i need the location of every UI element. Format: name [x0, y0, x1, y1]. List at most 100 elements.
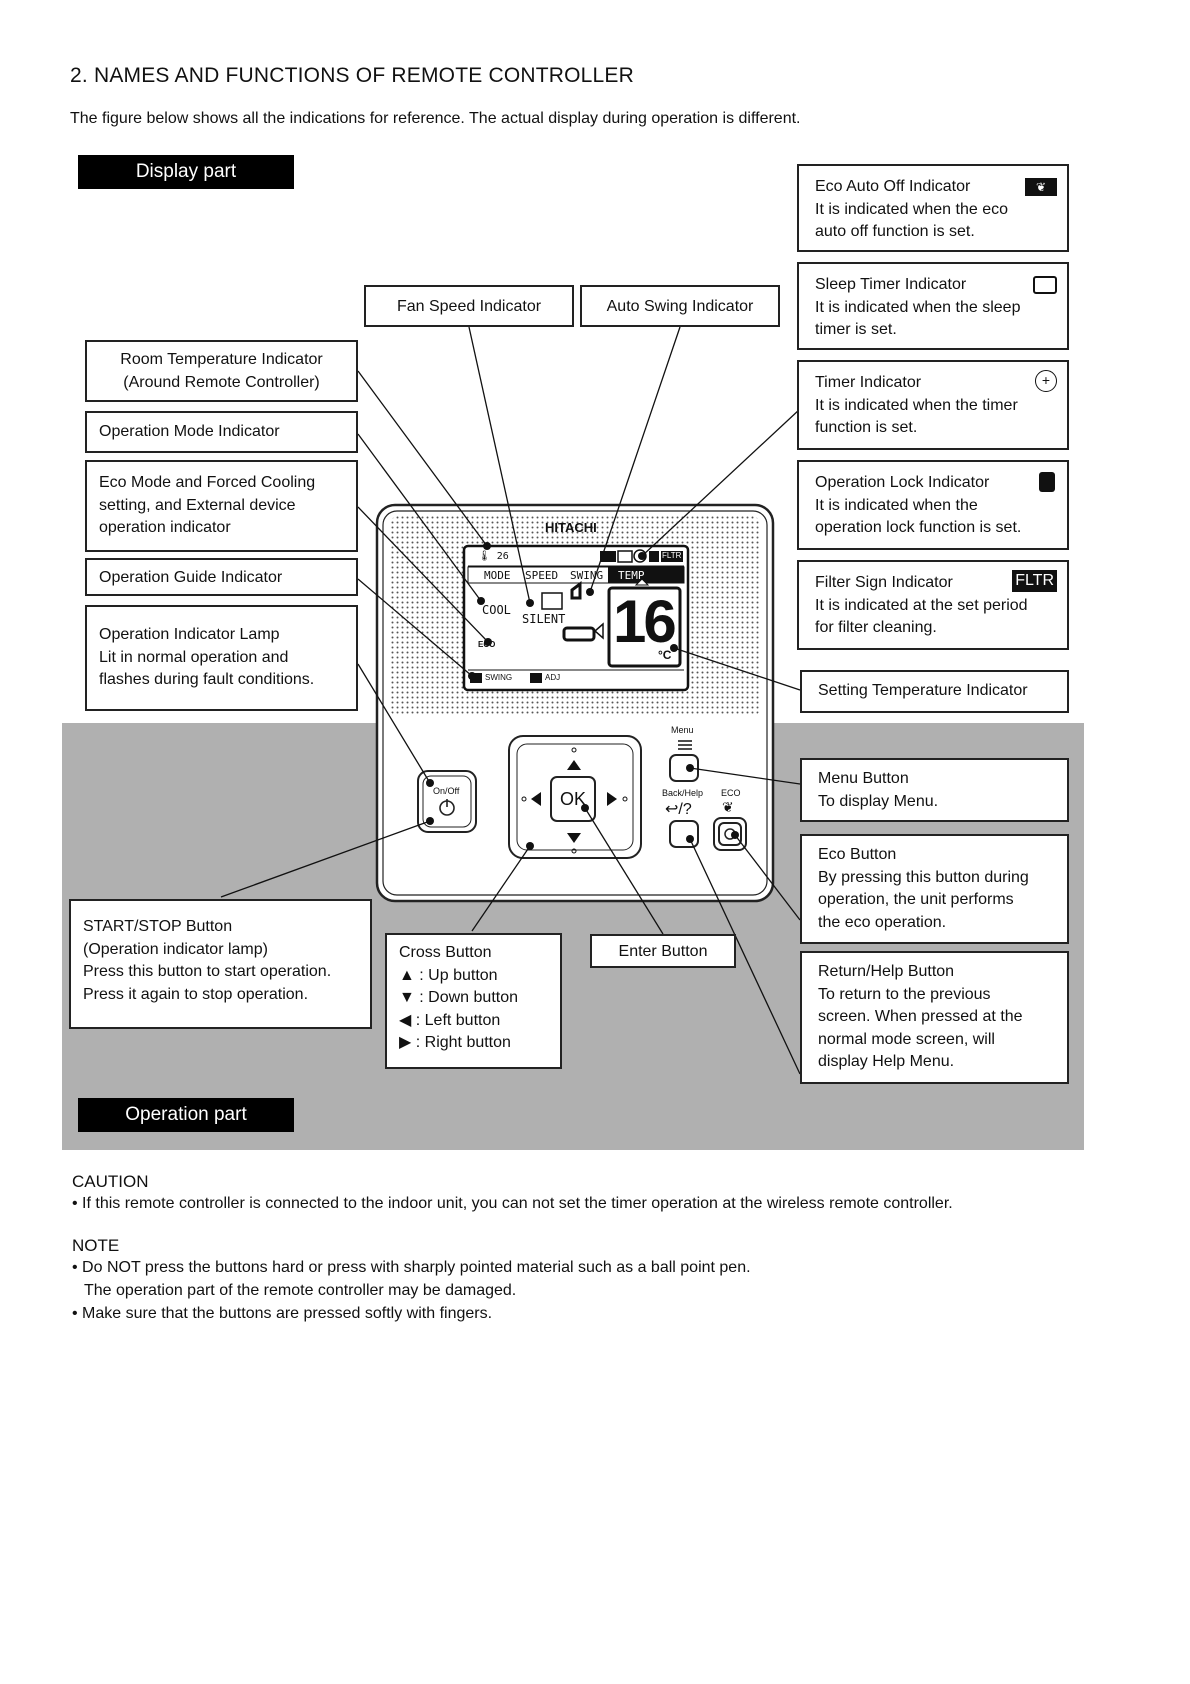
op-mode-label-box: Operation Mode Indicator — [85, 411, 358, 453]
op-lock-title: Operation Lock Indicator — [815, 474, 990, 491]
eco-label-box: Eco Button By pressing this button durin… — [800, 834, 1069, 944]
enter-label: Enter Button — [618, 943, 708, 960]
start-stop-line-1: (Operation indicator lamp) — [83, 940, 268, 958]
page-heading: 2. NAMES AND FUNCTIONS OF REMOTE CONTROL… — [70, 64, 634, 87]
bed-icon — [1033, 276, 1057, 294]
room-temp-label-box: Room Temperature Indicator (Around Remot… — [85, 340, 358, 402]
display-part-label: Display part — [78, 155, 294, 189]
menu-label-box: Menu Button To display Menu. — [800, 758, 1069, 822]
ok-button[interactable]: OK — [560, 789, 587, 809]
eco-label-title: Eco Button — [818, 846, 897, 863]
lock-icon — [1039, 472, 1055, 492]
note-item-2: • Make sure that the buttons are pressed… — [72, 1305, 493, 1322]
temp-unit: °C — [658, 648, 672, 662]
fan-speed-label-box: Fan Speed Indicator — [364, 285, 574, 327]
mode-value: COOL — [482, 603, 511, 617]
return-label-line-4: display Help Menu. — [818, 1053, 955, 1070]
tab-swing: SWING — [570, 569, 604, 582]
brand-logo: HITACHI — [545, 520, 597, 535]
set-temp-label: Setting Temperature Indicator — [818, 682, 1028, 699]
thermometer-icon: 🌡 — [478, 551, 491, 562]
op-lamp-line-2: Lit in normal operation and — [99, 648, 289, 666]
cross-right: ▶ : Right button — [399, 1034, 511, 1051]
filter-title: Filter Sign Indicator — [815, 574, 953, 591]
note-title: NOTE — [72, 1236, 120, 1255]
eco-tag: ECO — [478, 640, 496, 649]
op-lock-line-1: It is indicated when the — [815, 496, 978, 514]
cross-title: Cross Button — [399, 944, 492, 961]
tab-mode: MODE — [484, 569, 511, 582]
timer-title: Timer Indicator — [815, 374, 922, 391]
menu-label-title: Menu Button — [818, 770, 909, 787]
caution-item: • If this remote controller is connected… — [72, 1195, 953, 1212]
room-temp-value: 🌡 26 — [478, 551, 509, 562]
eco-mode-line-2: setting, and External device — [99, 496, 296, 514]
eco-label-line-1: By pressing this button during — [818, 868, 1029, 886]
onoff-button[interactable]: On/Off — [433, 786, 460, 796]
eco-mode-line-1: Eco Mode and Forced Cooling — [99, 474, 316, 491]
op-guide-label: Operation Guide Indicator — [99, 569, 283, 586]
start-stop-line-3: Press it again to stop operation. — [83, 985, 309, 1003]
cross-left: ◀ : Left button — [399, 1011, 501, 1029]
clock-icon: + — [1035, 370, 1057, 392]
enter-label-box: Enter Button — [590, 934, 736, 968]
cross-up: ▲ : Up button — [399, 966, 498, 984]
set-temp-label-box: Setting Temperature Indicator — [800, 670, 1069, 713]
eco-auto-off-line-1: It is indicated when the eco — [815, 200, 1009, 218]
cross-label-box: Cross Button ▲ : Up button ▼ : Down butt… — [385, 933, 562, 1069]
return-label-line-3: normal mode screen, will — [818, 1030, 995, 1048]
eco-label-line-2: operation, the unit performs — [818, 891, 1014, 908]
filter-line-2: for filter cleaning. — [815, 619, 937, 636]
sleep-timer-title: Sleep Timer Indicator — [815, 276, 967, 293]
op-lamp-label-box: Operation Indicator Lamp Lit in normal o… — [85, 605, 358, 711]
eco-mode-line-3: operation indicator — [99, 519, 231, 536]
eco-auto-off-title: Eco Auto Off Indicator — [815, 178, 971, 195]
auto-swing-label-box: Auto Swing Indicator — [580, 285, 780, 327]
op-guide-label-box: Operation Guide Indicator — [85, 558, 358, 596]
op-lock-label-box: Operation Lock Indicator It is indicated… — [797, 460, 1069, 550]
backhelp-caption: Back/Help — [662, 788, 704, 798]
sleep-timer-line-2: timer is set. — [815, 321, 897, 338]
fan-speed-label: Fan Speed Indicator — [396, 298, 542, 315]
speed-value: SILENT — [522, 612, 566, 626]
room-temp-label-title: Room Temperature Indicator — [120, 351, 323, 368]
back-arrow-icon: ↩/? — [665, 801, 692, 818]
return-label-box: Return/Help Button To return to the prev… — [800, 951, 1069, 1084]
caution-title: CAUTION — [72, 1172, 149, 1191]
operation-part-label: Operation part — [78, 1098, 294, 1132]
sleep-timer-line-1: It is indicated when the sleep — [815, 298, 1021, 316]
room-temp-label-sub: (Around Remote Controller) — [123, 373, 320, 391]
auto-swing-label: Auto Swing Indicator — [606, 298, 754, 315]
filter-label-box: Filter Sign Indicator It is indicated at… — [797, 560, 1069, 650]
note-item-1-cont: The operation part of the remote control… — [84, 1282, 517, 1299]
menu-caption: Menu — [671, 725, 694, 735]
eco-caption: ECO — [721, 788, 741, 798]
screen-filter-badge: FLTR — [662, 551, 682, 560]
return-label-title: Return/Help Button — [818, 963, 955, 980]
guide-swing: SWING — [485, 673, 513, 682]
filter-line-1: It is indicated at the set period — [815, 596, 1028, 614]
set-temp-value: 16 — [613, 588, 677, 655]
tab-temp: TEMP — [618, 569, 645, 582]
timer-line-2: function is set. — [815, 419, 918, 436]
intro-text: The figure below shows all the indicatio… — [70, 110, 801, 127]
menu-label-line: To display Menu. — [818, 792, 939, 810]
return-label-line-2: screen. When pressed at the — [818, 1008, 1023, 1025]
eco-leaf-icon: ❦ — [1025, 178, 1057, 196]
eco-auto-off-line-2: auto off function is set. — [815, 223, 975, 240]
timer-label-box: Timer Indicator It is indicated when the… — [797, 360, 1069, 450]
cross-down: ▼ : Down button — [399, 989, 519, 1006]
timer-line-1: It is indicated when the timer — [815, 396, 1018, 414]
op-mode-label: Operation Mode Indicator — [99, 423, 280, 440]
filter-badge-icon: FLTR — [1012, 570, 1057, 592]
note-item-1: • Do NOT press the buttons hard or press… — [72, 1259, 751, 1276]
op-lamp-line-3: flashes during fault conditions. — [99, 671, 315, 688]
start-stop-label-box: START/STOP Button (Operation indicator l… — [69, 899, 372, 1029]
op-lock-line-2: operation lock function is set. — [815, 519, 1022, 536]
menu-tabs: MODE SPEED SWING TEMP — [470, 568, 684, 583]
eco-label-line-3: the eco operation. — [818, 913, 947, 931]
return-label-line-1: To return to the previous — [818, 985, 991, 1003]
start-stop-line-2: Press this button to start operation. — [83, 963, 332, 980]
tab-speed: SPEED — [525, 569, 559, 582]
eco-mode-label-box: Eco Mode and Forced Cooling setting, and… — [85, 460, 358, 552]
